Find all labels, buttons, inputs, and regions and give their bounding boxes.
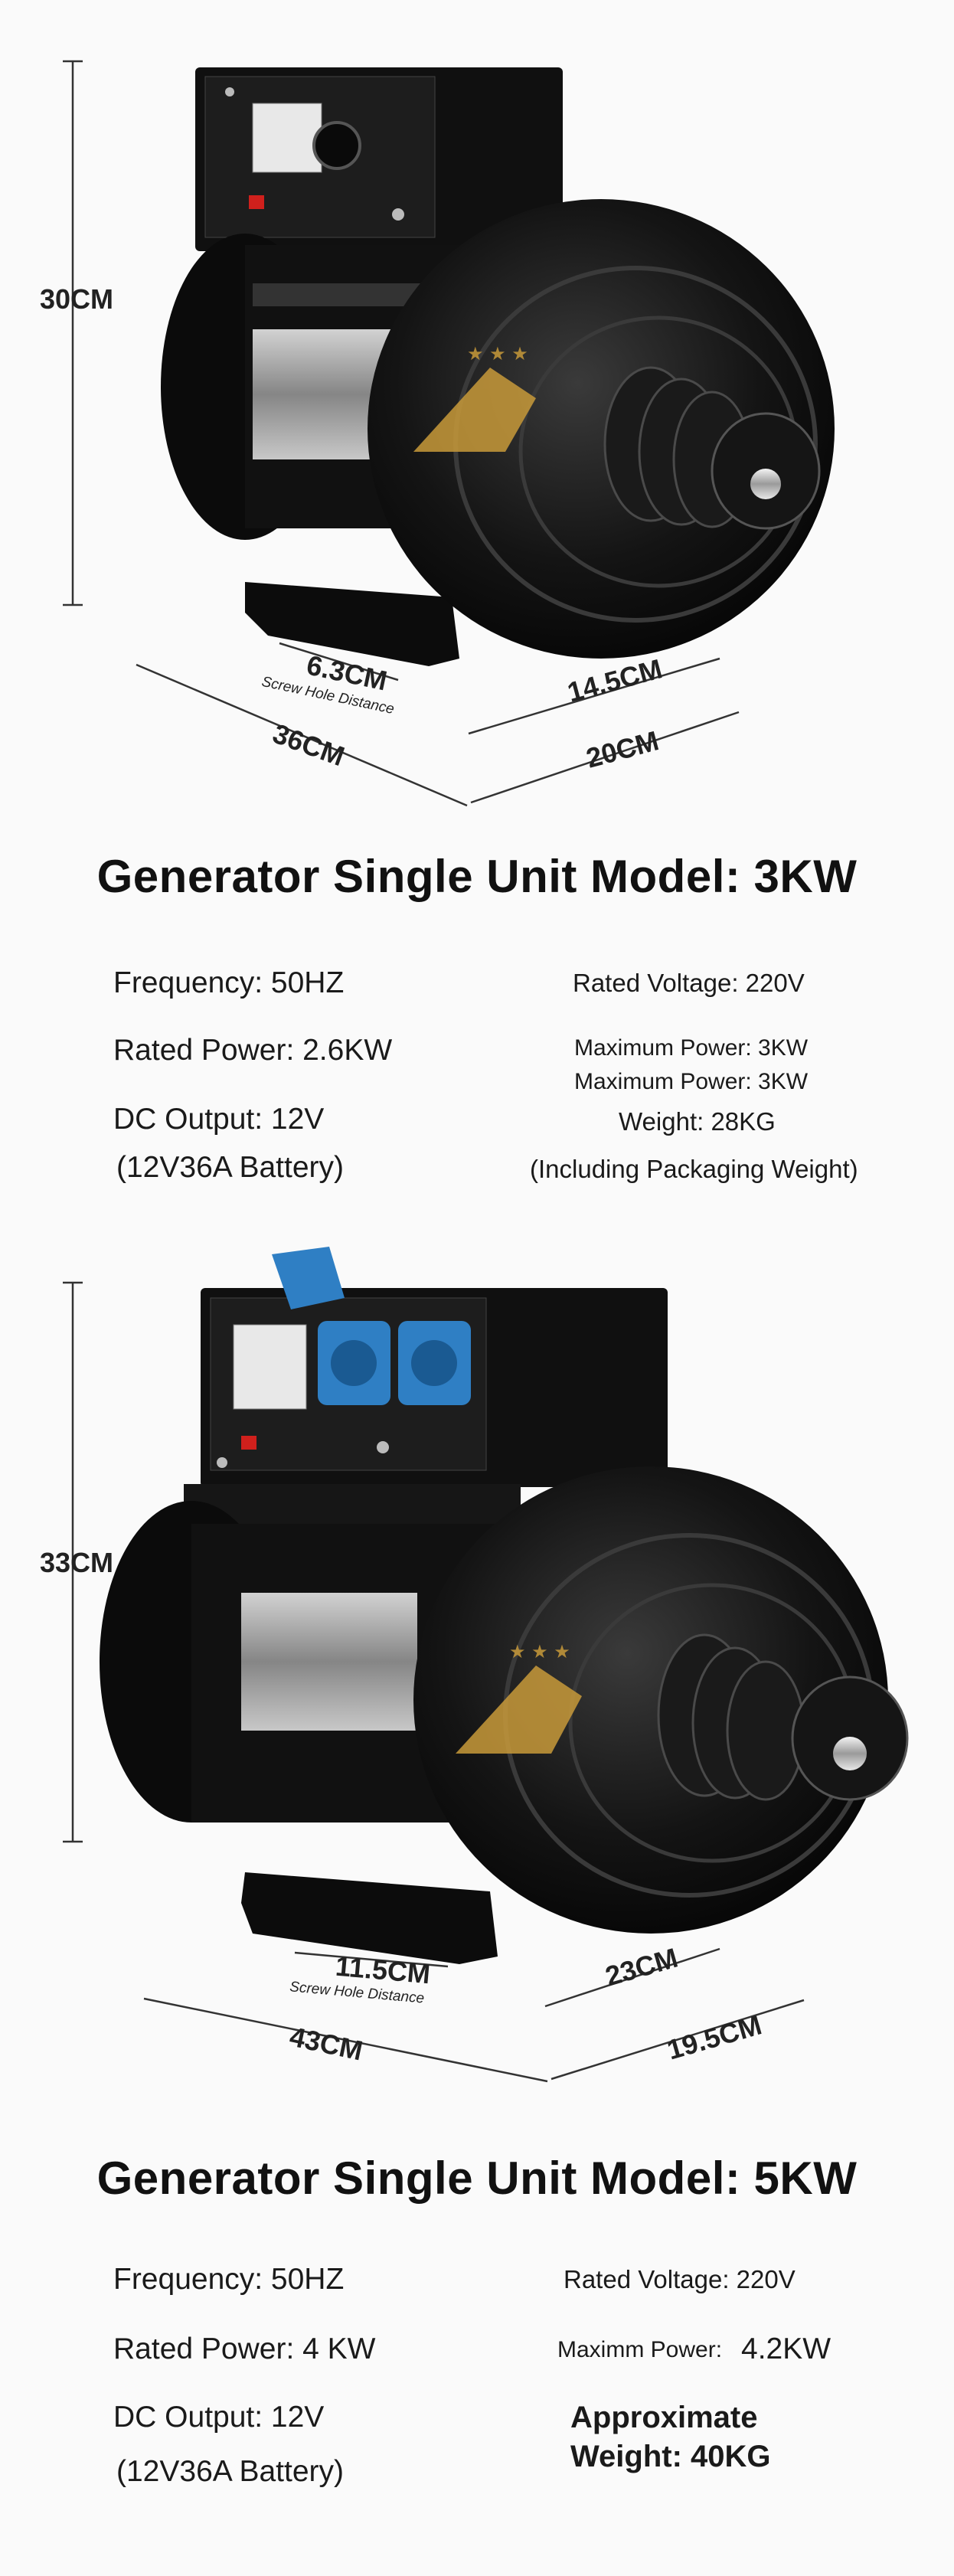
weight-line-2: Weight: 40KG (570, 2440, 771, 2473)
rated-voltage-spec: Rated Voltage: 220V (573, 969, 805, 997)
frequency-spec: Frequency: 50HZ (113, 966, 345, 999)
svg-text:★ ★ ★: ★ ★ ★ (509, 1641, 570, 1662)
rated-power-spec: Rated Power: 2.6KW (113, 1034, 393, 1067)
weight-note-spec: (Including Packaging Weight) (530, 1155, 858, 1183)
model-title-5kw: Generator Single Unit Model: 5KW (96, 2153, 858, 2204)
svg-text:★ ★ ★: ★ ★ ★ (467, 343, 528, 364)
dc-output-spec: DC Output: 12V (113, 1103, 325, 1136)
battery-spec: (12V36A Battery) (116, 2455, 344, 2488)
rated-voltage-spec: Rated Voltage: 220V (564, 2265, 796, 2293)
unit-3kw-section: ★ ★ ★ 30CM 6.3CM Screw Hole Distance 36C… (0, 0, 954, 1225)
model-title-3kw: Generator Single Unit Model: 3KW (96, 851, 858, 902)
generator-3kw-image: ★ ★ ★ (63, 60, 835, 807)
dc-output-spec: DC Output: 12V (113, 2401, 325, 2434)
battery-spec: (12V36A Battery) (116, 1151, 344, 1184)
maximum-power-label: Maximm Power: (557, 2337, 723, 2362)
maximum-power-spec: Maximum Power: 3KW (574, 1035, 809, 1061)
rated-power-spec: Rated Power: 4 KW (113, 2332, 376, 2365)
height-label: 33CM (40, 1547, 114, 1578)
maximum-power-spec-repeat: Maximum Power: 3KW (574, 1069, 809, 1094)
height-label: 30CM (40, 283, 114, 315)
weight-line-1: Approximate (570, 2401, 758, 2434)
maximum-power-value: 4.2KW (741, 2332, 831, 2365)
frequency-spec: Frequency: 50HZ (113, 2263, 345, 2296)
weight-spec: Weight: 28KG (619, 1107, 776, 1136)
unit-5kw-section: ★ ★ ★ 33CM 11.5CM Screw Hole Distance 43… (0, 1225, 954, 2576)
generator-5kw-image: ★ ★ ★ (63, 1247, 909, 2083)
